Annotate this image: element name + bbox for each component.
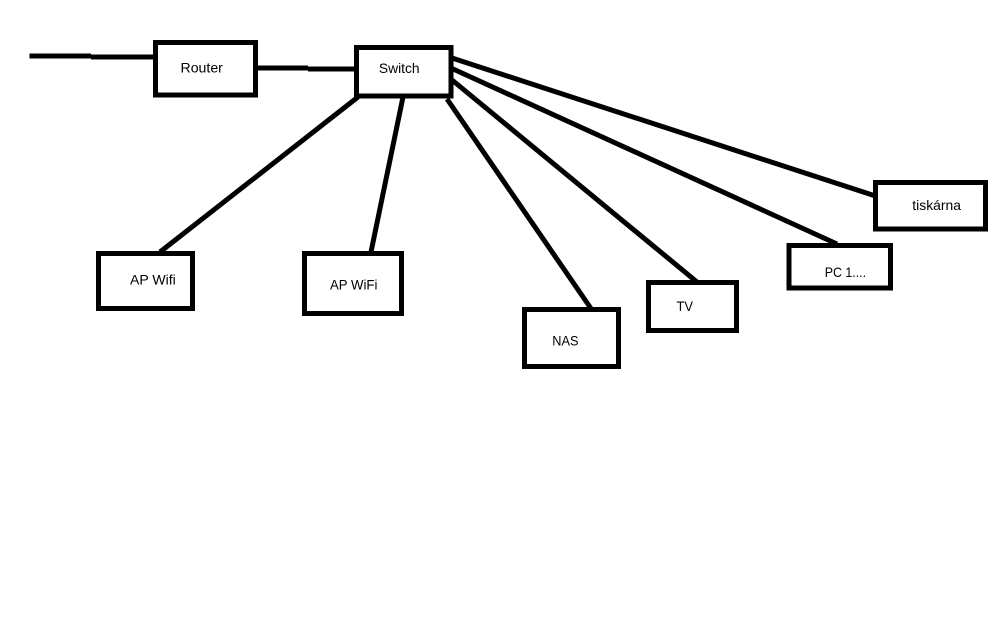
svg-text:TV: TV [677, 298, 694, 314]
svg-text:Router: Router [181, 60, 224, 76]
svg-text:PC 1....: PC 1.... [825, 264, 866, 280]
svg-text:AP Wifi: AP Wifi [130, 272, 176, 288]
svg-text:AP WiFi: AP WiFi [330, 276, 377, 292]
svg-text:tiskárna: tiskárna [912, 197, 961, 213]
svg-text:Switch: Switch [379, 60, 420, 76]
svg-text:NAS: NAS [552, 332, 578, 348]
